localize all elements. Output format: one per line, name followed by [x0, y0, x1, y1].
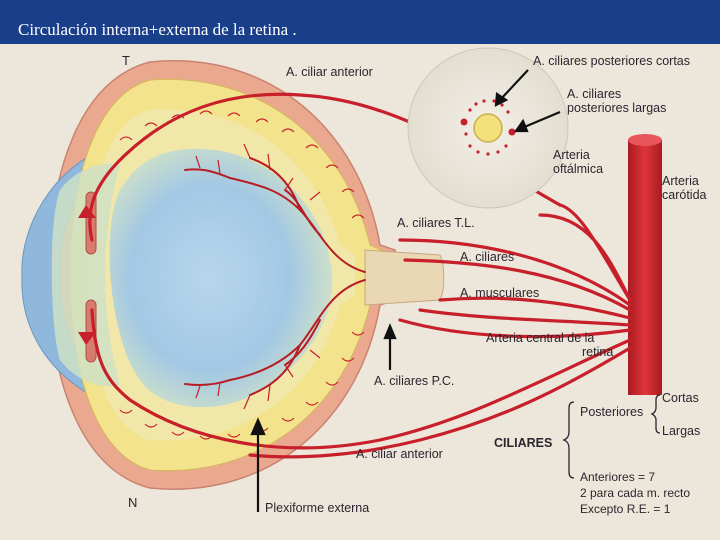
label-ciliares-pc: A. ciliares P.C. [374, 374, 455, 388]
label-carotida-line1: Arteria [662, 174, 699, 188]
label-ciliares-tl: A. ciliares T.L. [397, 216, 475, 230]
label-plexiforme-externa: Plexiforme externa [265, 501, 370, 515]
slide-title: Circulación interna+externa de la retina… [18, 20, 297, 39]
orientation-bottom: N [128, 495, 138, 510]
label-ciliar-anterior-bottom: A. ciliar anterior [356, 447, 443, 461]
label-ciliar-anterior-top: A. ciliar anterior [286, 65, 373, 79]
legend-posteriores: Posteriores [580, 405, 644, 419]
label-ciliares-largas-line2: posteriores largas [567, 101, 667, 115]
label-musculares: A. musculares [460, 286, 540, 300]
carotid-artery [628, 140, 662, 395]
legend-cortas: Cortas [662, 391, 699, 405]
label-ciliares: A. ciliares [460, 250, 515, 264]
label-central-retina-line2: retina [582, 345, 614, 359]
label-central-retina-line1: Arteria central de la [486, 331, 595, 345]
legend-anteriores: Anteriores = 7 [580, 470, 656, 484]
legend-por-recto: 2 para cada m. recto [580, 486, 691, 500]
label-oftalmica-line2: oftálmica [553, 162, 604, 176]
legend-largas: Largas [662, 424, 701, 438]
label-ciliares-posteriores-cortas: A. ciliares posteriores cortas [533, 54, 691, 68]
legend-heading: CILIARES [494, 436, 553, 450]
label-ciliares-largas-line1: A. ciliares [567, 87, 622, 101]
label-carotida-line2: carótida [662, 188, 707, 202]
orientation-top: T [122, 53, 130, 68]
label-oftalmica-line1: Arteria [553, 148, 590, 162]
legend-excepto: Excepto R.E. = 1 [580, 502, 671, 516]
